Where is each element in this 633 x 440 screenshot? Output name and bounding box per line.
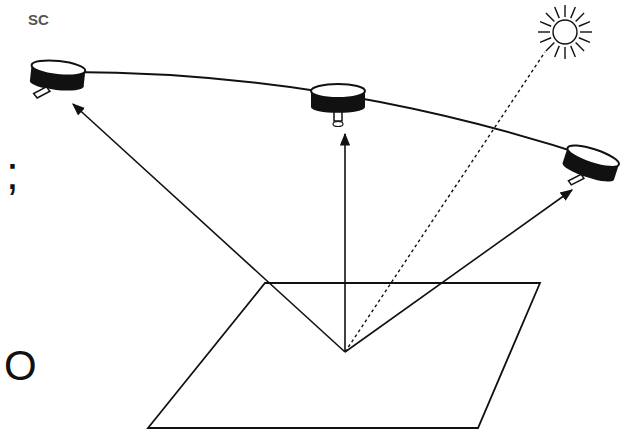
sun-ray-stroke <box>540 38 551 43</box>
slide-text-fragment: ; <box>6 150 19 196</box>
view-line <box>345 190 572 352</box>
sun-ray-stroke <box>540 22 551 27</box>
sun-ray-stroke <box>546 13 554 21</box>
view-line <box>344 134 346 352</box>
satellite <box>311 84 365 127</box>
sun-ray-stroke <box>576 43 584 51</box>
ground-plane <box>148 283 540 428</box>
sun-ray-stroke <box>564 5 565 17</box>
sun-ray-stroke <box>571 46 576 57</box>
satellite-label: SC <box>28 12 49 27</box>
satellite <box>28 58 86 102</box>
satellite <box>557 141 621 197</box>
sun-ray-stroke <box>571 7 576 18</box>
sun-ray-stroke <box>555 46 560 57</box>
sun-ray-stroke <box>580 31 592 32</box>
sun-ray-stroke <box>546 43 554 51</box>
sun-ray-stroke <box>576 13 584 21</box>
sun-ray-stroke <box>555 7 560 18</box>
sun-ray-stroke <box>538 31 550 32</box>
orbit-line <box>58 72 600 160</box>
sun-ray-stroke <box>579 38 590 43</box>
slide-text-fragment: O <box>4 345 37 387</box>
sun-symbol <box>538 5 592 59</box>
view-line <box>73 104 345 352</box>
sun-ray-stroke <box>564 47 565 59</box>
sun-ray <box>345 52 545 352</box>
sun-ray-stroke <box>579 22 590 27</box>
